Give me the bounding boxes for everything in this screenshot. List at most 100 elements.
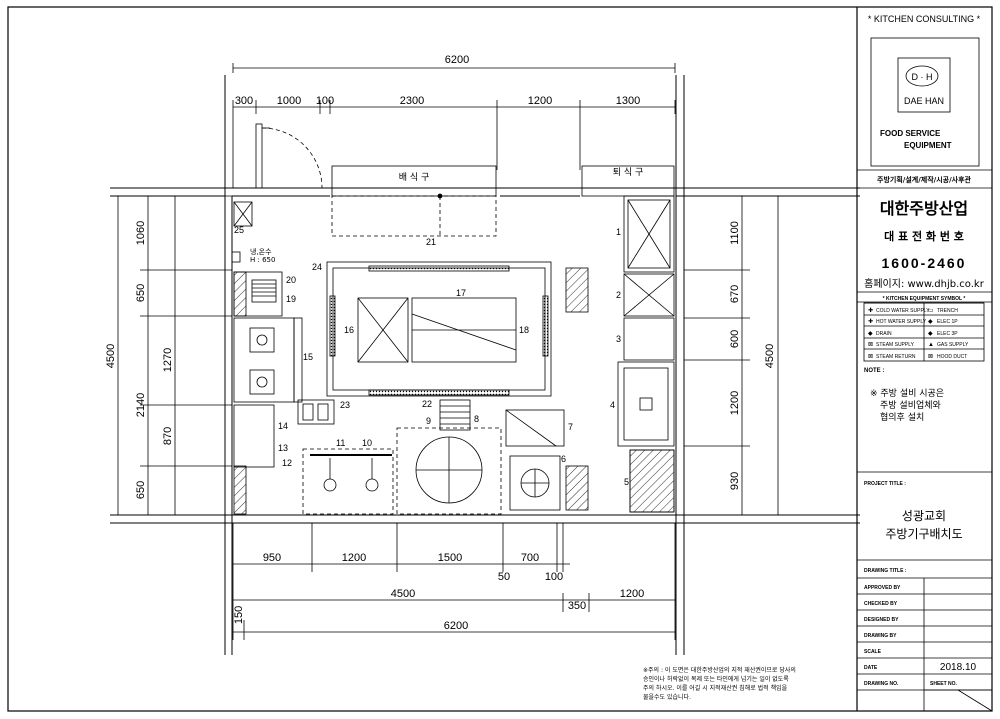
scale-label: SCALE [864,649,882,655]
dim-left-seg: 1060 [135,221,147,245]
item-number: 18 [519,325,529,335]
dim-left-mid: 2140 [135,393,147,417]
dim-bottom-left: 150 [233,606,245,624]
date-value: 2018.10 [940,662,977,673]
dim-bottom-seg: 1500 [438,552,462,564]
item-number: 5 [624,477,629,487]
pipe-note-1: 냉,온수 [250,247,272,256]
dim-bottom-right: 1200 [620,588,644,600]
bottom-dimensions [232,523,676,640]
dim-top-seg: 1200 [528,95,552,107]
door [255,123,323,189]
dim-left-seg: 870 [162,427,174,445]
symbol-icon: ⊠ [868,342,873,348]
symbol-icon: ⊠ [928,354,933,360]
item-number: 15 [303,352,313,362]
symbol-icon: ⊠ [868,354,873,360]
item-number: 12 [282,458,292,468]
company-name: 대한주방산업 [880,199,968,218]
note-line: ※ 주방 설비 시공은 [870,388,944,399]
item-number: 24 [312,262,322,272]
item-number: 6 [561,454,566,464]
logo-text: DAE HAN [904,96,944,106]
dim-bottom-seg: 950 [263,552,281,564]
left-dimensions [117,195,232,516]
serving-counter [331,165,497,237]
left-equipment [231,201,335,515]
phone-label: 대 표 전 화 번 호 [884,229,964,243]
note-line: 주방 설비업체와 [880,399,941,411]
dim-right-seg: 1100 [729,221,741,245]
item-number: 9 [426,416,431,426]
item-number: 3 [616,334,621,344]
dim-bottom-total: 6200 [444,620,468,632]
symbol-icon: ▲ [928,342,934,348]
sheet-border [7,6,993,712]
symbol-label: HOT WATER SUPPLY [876,319,927,325]
logo-mark: D · H [912,72,933,82]
symbol-icon: ◆ [928,319,933,325]
checked-label: CHECKED BY [864,601,898,607]
dim-bottom-small: 100 [545,571,563,583]
item-number: 1 [616,227,621,237]
symbol-label: TRENCH [937,308,958,314]
dim-bottom-small: 50 [498,571,510,583]
symbol-label: COLD WATER SUPPLY [876,308,930,314]
symbol-icon: ◆ [868,331,873,337]
sheet-no-label: SHEET NO. [930,681,958,687]
drawing-title-label: DRAWING TITLE : [864,568,907,574]
equipment-text: EQUIPMENT [904,141,952,150]
pipe-note-2: H : 650 [250,256,275,264]
title-block-lines [857,37,993,712]
footer-line: 주의 하시오. 이를 어길 시 지적재산권 침해로 법적 책임을 [643,684,788,692]
item-number: 7 [568,422,573,432]
item-number: 2 [616,290,621,300]
dim-bottom-350: 350 [568,600,586,612]
item-number: 21 [426,237,436,247]
item-number: 20 [286,275,296,285]
designed-label: DESIGNED BY [864,617,899,623]
phone-number: 1600-2460 [882,255,967,271]
symbol-icon: ▭ [928,308,934,314]
bottom-equipment [302,399,502,515]
drawing-no-label: DRAWING NO. [864,681,899,687]
walls [110,75,860,655]
symbol-label: STEAM SUPPLY [876,342,915,348]
dim-top-seg: 1300 [616,95,640,107]
project-name: 성광교회 [902,509,946,523]
dim-bottom-seg: 700 [521,552,539,564]
note-label: NOTE : [864,368,884,374]
dim-right-seg: 670 [729,285,741,303]
symbol-label: STEAM RETURN [876,354,916,360]
dim-top-seg: 100 [316,95,334,107]
dim-bottom-seg: 1200 [342,552,366,564]
project-sub: 주방기구배치도 [885,527,962,541]
return-counter-label: 퇴 식 구 [613,167,644,178]
serving-counter-label: 배 식 구 [399,172,430,183]
dim-right-total: 4500 [764,344,776,368]
dim-right-seg: 600 [729,330,741,348]
item-number: 19 [286,294,296,304]
food-service-text: FOOD SERVICE [880,129,941,138]
dim-left-seg: 650 [135,284,147,302]
approved-label: APPROVED BY [864,585,901,591]
item-number: 10 [362,438,372,448]
item-number: 23 [340,400,350,410]
item-number: 25 [234,225,244,235]
symbol-header: * KITCHEN EQUIPMENT SYMBOL * [883,296,966,302]
right-equipment [505,195,675,513]
symbol-label: DRAIN [876,331,892,337]
dim-top-total: 6200 [445,54,469,66]
symbol-icon: ✚ [868,318,873,325]
dim-top-seg: 300 [235,95,253,107]
item-number: 11 [336,438,345,448]
symbol-label: HOOD DUCT [937,354,967,360]
title-header: * KITCHEN CONSULTING * [868,14,981,24]
item-number: 22 [422,399,432,409]
footer-note: ※주의 : 이 도면은 대한주방산업의 지적 재산권이므로 당사의 승인이나 허… [643,666,796,701]
dim-top-seg: 1000 [277,95,301,107]
dim-right-seg: 930 [729,472,741,490]
symbol-icon: ✚ [868,307,873,314]
symbol-icon: ◆ [928,331,933,337]
